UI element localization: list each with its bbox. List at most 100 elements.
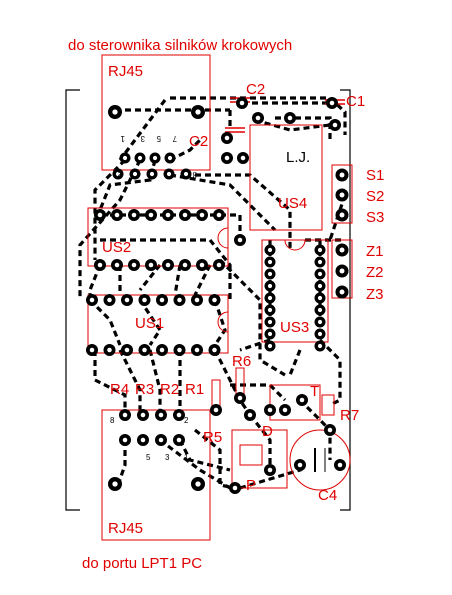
solder-pad-hole [89, 297, 95, 303]
solder-pad-hole [165, 212, 171, 218]
label-z1: Z1 [366, 243, 384, 260]
solder-pad-hole [216, 212, 222, 218]
solder-pad-hole [216, 262, 222, 268]
solder-pad-hole [142, 297, 147, 303]
label-s3: S3 [366, 209, 384, 226]
us3-outline [261, 239, 329, 343]
solder-pad-hole [89, 347, 95, 353]
us2-outline [87, 207, 229, 267]
title-bottom: do portu LPT1 PC [82, 555, 202, 572]
solder-pad-hole [124, 347, 130, 353]
solder-pad-hole [337, 462, 343, 468]
solder-pad-hole [195, 109, 201, 115]
solder-pad-hole [158, 437, 164, 443]
solder-pad-hole [329, 100, 335, 106]
solder-pad-hole [317, 271, 323, 277]
label-r7: R7 [340, 407, 359, 424]
solder-pad-hole [152, 155, 158, 161]
solder-pad-hole [317, 283, 323, 289]
solder-pad-hole [194, 297, 200, 303]
solder-pad-hole [148, 212, 154, 218]
solder-pad-hole [267, 259, 273, 265]
solder-pad-hole [137, 155, 143, 161]
solder-pad-hole [148, 262, 154, 268]
solder-pad-hole [237, 237, 243, 243]
solder-pad-hole [112, 481, 118, 487]
solder-pad-hole [255, 115, 261, 121]
solder-pad-hole [149, 171, 155, 177]
solder-pad-hole [194, 347, 200, 353]
pot-p-outline [231, 429, 288, 489]
label-r5: R5 [203, 429, 222, 446]
solder-pad-hole [199, 262, 205, 268]
us1-notch [217, 311, 229, 333]
solder-pad-hole [177, 347, 182, 353]
rj45-bottom-outline [101, 409, 211, 541]
solder-pad-hole [339, 247, 345, 253]
rj45-top-outline [101, 54, 211, 171]
solder-pad-hole [267, 331, 273, 337]
us3-notch [284, 239, 306, 251]
rj45-bottom-pin: 1 [184, 453, 189, 462]
rj45-top-pin: 5 [156, 134, 161, 143]
solder-pad-hole [213, 407, 219, 413]
label-z3: Z3 [366, 286, 384, 303]
solder-pad-hole [131, 212, 137, 218]
label-r2: R2 [160, 381, 179, 398]
solder-pad-hole [182, 212, 188, 218]
label-us2: US2 [102, 239, 131, 256]
solder-pad-hole [232, 485, 238, 491]
diode-d-outline [239, 444, 263, 466]
solder-pad-hole [297, 462, 303, 468]
solder-pad-hole [247, 412, 253, 418]
rj45-top-pin: 2 [117, 170, 122, 179]
solder-pad-hole [195, 481, 201, 487]
solder-pad-hole [212, 347, 217, 353]
solder-pad-hole [176, 412, 182, 418]
c4-outline [289, 429, 351, 491]
solder-pad-hole [107, 297, 112, 303]
solder-pad-hole [317, 331, 323, 337]
r6-outline [235, 367, 245, 395]
rj45-bottom-pin: 2 [184, 416, 189, 425]
solder-pad-hole [122, 155, 128, 161]
solder-pad-hole [339, 289, 345, 295]
title-top: do sterownika silników krokowych [68, 37, 292, 54]
us4-outline [249, 124, 323, 231]
switch-s-outline [331, 164, 353, 224]
label-r1: R1 [185, 381, 204, 398]
solder-pad-hole [97, 212, 103, 218]
solder-pad-hole [112, 109, 118, 115]
transistor-t-outline [269, 384, 321, 421]
solder-pad-hole [339, 268, 345, 274]
solder-pad-hole [239, 100, 245, 106]
solder-pad-hole [267, 247, 273, 253]
label-r4: R4 [110, 381, 129, 398]
solder-pad-hole [299, 397, 305, 403]
rj45-top-pin: 8 [192, 170, 197, 179]
solder-pad-hole [124, 297, 130, 303]
solder-pad-hole [317, 295, 323, 301]
label-lj: L.J. [286, 149, 310, 166]
solder-pad-hole [317, 319, 323, 325]
rj45-bottom-pin: 5 [146, 453, 151, 462]
label-c2-mid: C2 [189, 133, 208, 150]
solder-pad-hole [122, 412, 128, 418]
us2-notch [217, 227, 229, 249]
label-s1: S1 [366, 167, 384, 184]
solder-pad-hole [267, 467, 273, 473]
solder-pad-hole [317, 247, 323, 253]
solder-pad-hole [267, 343, 273, 349]
solder-pad-hole [114, 262, 120, 268]
rj45-top-pin: 3 [140, 134, 145, 143]
solder-pad-hole [317, 259, 323, 265]
solder-pad-hole [159, 297, 165, 303]
solder-pad-hole [166, 171, 172, 177]
solder-pad-hole [224, 135, 230, 141]
label-c4: C4 [318, 487, 337, 504]
label-c1: C1 [346, 93, 365, 110]
rj45-bottom-pin: 3 [165, 453, 170, 462]
labels: do sterownika silników krokowych do port… [68, 37, 384, 572]
solder-pads [86, 97, 349, 494]
label-z2: Z2 [366, 264, 384, 281]
